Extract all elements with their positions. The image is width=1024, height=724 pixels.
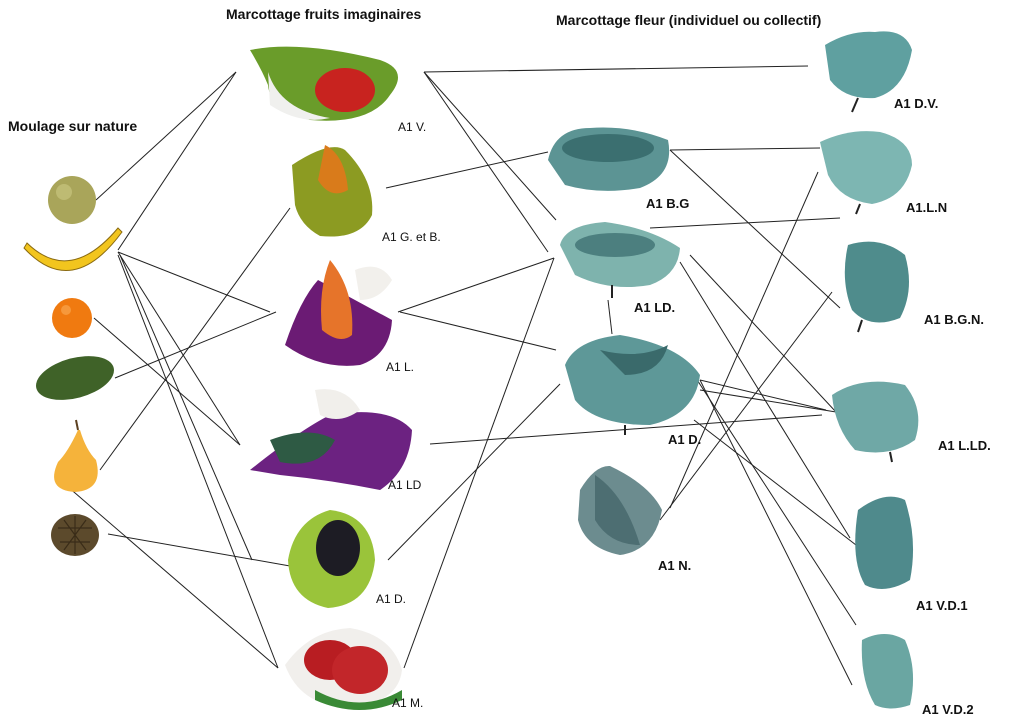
connection-line [107,533,291,567]
connection-line [699,379,827,411]
label-fruit-m: A1 M. [392,696,424,710]
connection-line [607,299,613,335]
flower-dv [825,31,912,113]
connection-line [117,71,237,251]
flower-d [565,335,700,435]
connection-line [669,171,819,509]
connection-line [397,257,555,313]
flower-bg [548,127,670,191]
label-flower-dv: A1 D.V. [894,96,939,111]
connection-line [669,149,841,309]
connection-line [119,254,253,561]
connection-line [691,371,857,626]
label-fruit-d: A1 D. [376,592,407,606]
nature-pear [54,419,98,492]
connection-line [59,479,279,669]
nature-banana [23,227,123,271]
nature-avocado [36,356,114,400]
connection-line [659,291,833,521]
connection-line [669,147,821,151]
connection-line [117,254,279,669]
flower-lld [832,381,919,463]
flower-bgn [844,241,909,333]
connection-line [387,383,561,561]
label-flower-ln: A1.L.N [906,200,948,215]
heading-moulage: Moulage sur nature [8,118,138,134]
label-fruit-ld: A1 LD [388,478,422,492]
connection-line [423,71,549,253]
connection-line [117,251,271,313]
connection-line [423,65,809,73]
nature-mandarin [52,298,92,338]
connection-line [689,254,837,413]
connection-line [423,71,557,221]
connection-line [93,317,241,446]
label-flower-vd2: A1 V.D.2 [922,702,974,717]
flower-vd1 [855,496,914,589]
connection-line [699,389,837,413]
connection-line [117,251,241,446]
label-flower-d: A1 D. [668,432,702,447]
connection-line [693,419,857,546]
nature-custard-apple [51,514,99,556]
connection-line [99,207,291,471]
sculpture-ld [250,389,412,490]
label-flower-n: A1 N. [658,558,692,573]
flower-n [578,465,662,555]
connection-line [403,257,555,669]
label-fruit-g: A1 G. et B. [382,230,441,244]
label-fruit-v: A1 V. [398,120,427,134]
label-fruit-l: A1 L. [386,360,415,374]
connection-line [699,379,853,686]
label-flower-ld: A1 LD. [634,300,676,315]
flower-ln [820,131,912,215]
connection-line [95,71,237,201]
connection-line [385,151,549,189]
label-flower-vd1: A1 V.D.1 [916,598,968,613]
sculpture-m [285,628,402,710]
connection-line [679,261,851,539]
sculpture-g [292,145,373,237]
label-flower-bg: A1 B.G [646,196,690,211]
sculpture-d [288,510,375,608]
connection-line [399,311,557,351]
sculpture-l [285,260,392,366]
label-flower-lld: A1 L.LD. [938,438,991,453]
flower-ld [560,222,680,298]
nature-round-fruit [48,176,96,224]
connection-line [114,311,277,379]
flower-vd2 [861,634,914,709]
heading-fruits: Marcottage fruits imaginaires [226,6,422,22]
sculpture-v [250,46,398,121]
label-flower-bgn: A1 B.G.N. [924,312,984,327]
heading-fleur: Marcottage fleur (individuel ou collecti… [556,12,822,28]
connection-line [649,217,841,229]
